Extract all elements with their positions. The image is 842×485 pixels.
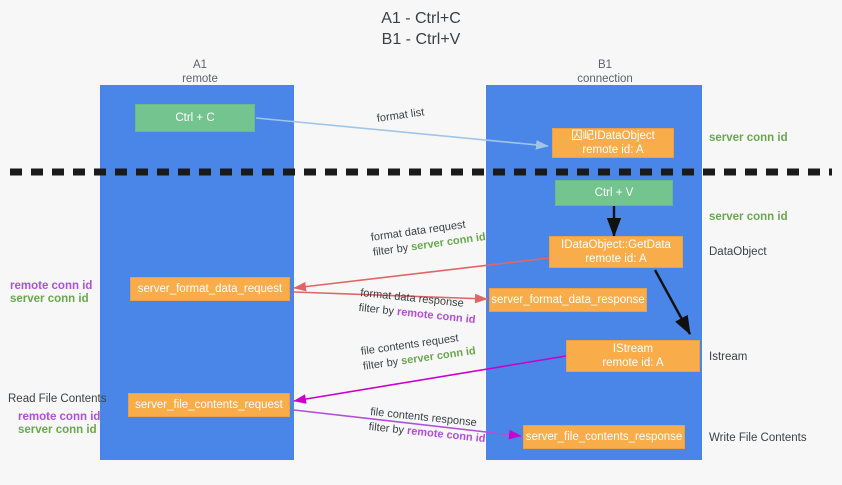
box-getdata-label: IDataObject::GetData	[561, 239, 671, 251]
box-istream[interactable]: IStream remote id: A	[566, 340, 700, 372]
column-header-b1-name: B1	[597, 59, 613, 71]
caption-format-list-text: format list	[376, 106, 426, 125]
box-server-file-contents-response-label: server_file_contents_response	[525, 431, 683, 443]
filter-prefix: filter by	[372, 241, 413, 259]
label-server-conn-id-mid: server conn id	[709, 211, 788, 223]
box-istream-remote-id: remote id: A	[602, 357, 664, 369]
label-server-conn-id-1: server conn id	[10, 293, 89, 305]
column-header-b1: B1 connection	[535, 58, 675, 86]
column-header-a1-sub: remote	[182, 73, 218, 85]
box-server-format-data-request[interactable]: server_format_data_request	[130, 277, 290, 301]
caption-format-list: format list	[376, 105, 425, 126]
page-title: A1 - Ctrl+C B1 - Ctrl+V	[0, 8, 842, 50]
filter-prefix: filter by	[362, 355, 403, 373]
box-idataobject-remote-id: remote id: A	[582, 144, 644, 156]
caption-format-data-request: format data request filter by server con…	[370, 215, 487, 261]
box-ctrl-c-label: Ctrl + C	[175, 112, 215, 124]
title-line-2: B1 - Ctrl+V	[381, 31, 461, 48]
filter-prefix: filter by	[368, 420, 408, 437]
label-server-conn-id-2: server conn id	[18, 424, 97, 436]
caption-file-contents-request: file contents request filter by server c…	[360, 329, 477, 375]
box-idataobject-getdata[interactable]: IDataObject::GetData remote id: A	[549, 236, 683, 268]
box-server-file-contents-request-label: server_file_contents_request	[135, 399, 283, 411]
caption-file-contents-response: file contents response filter by remote …	[368, 405, 488, 447]
box-ctrl-v-label: Ctrl + V	[594, 187, 634, 199]
label-server-conn-id-top: server conn id	[709, 132, 788, 144]
label-write-file-contents: Write File Contents	[709, 432, 807, 444]
box-ctrl-v[interactable]: Ctrl + V	[555, 180, 673, 206]
box-server-format-data-response[interactable]: server_format_data_response	[489, 288, 647, 312]
box-getdata-remote-id: remote id: A	[585, 253, 647, 265]
box-istream-label: IStream	[612, 343, 654, 355]
label-remote-conn-id-2: remote conn id	[18, 411, 101, 423]
filter-prefix: filter by	[358, 301, 398, 318]
box-idataobject[interactable]: 囚屺IDataObject remote id: A	[552, 128, 674, 158]
box-idataobject-label: 囚屺IDataObject	[571, 130, 655, 142]
label-dataobject: DataObject	[709, 246, 767, 258]
title-line-1: A1 - Ctrl+C	[381, 10, 461, 27]
label-istream: Istream	[709, 351, 748, 363]
label-read-file-contents: Read File Contents	[8, 393, 107, 405]
box-server-format-data-response-label: server_format_data_response	[491, 294, 645, 306]
box-ctrl-c[interactable]: Ctrl + C	[135, 104, 255, 132]
box-server-format-data-request-label: server_format_data_request	[137, 283, 283, 295]
box-server-file-contents-response[interactable]: server_file_contents_response	[523, 425, 685, 449]
column-header-a1-name: A1	[192, 59, 208, 71]
label-remote-conn-id-1: remote conn id	[10, 280, 93, 292]
column-header-b1-sub: connection	[577, 73, 633, 85]
box-server-file-contents-request[interactable]: server_file_contents_request	[128, 393, 290, 417]
caption-format-data-response: format data response filter by remote co…	[358, 286, 478, 328]
column-header-a1: A1 remote	[140, 58, 260, 86]
